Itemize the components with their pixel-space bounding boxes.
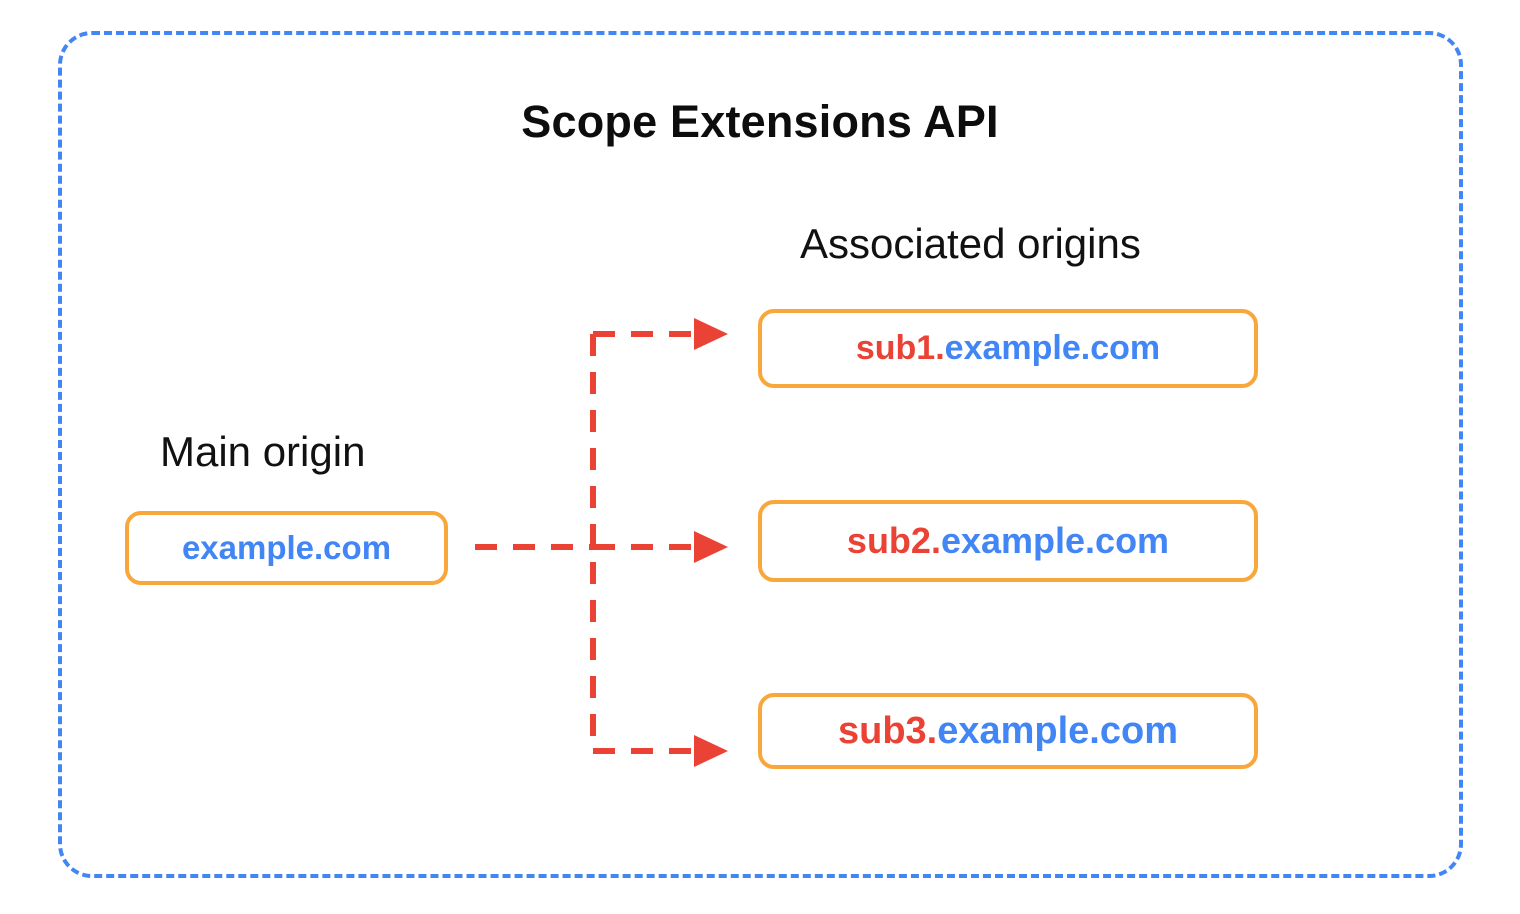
main-origin-domain-label: example.com [181,529,392,566]
main-origin-box[interactable]: example.com [125,511,448,585]
associated-origin-box-sub3[interactable]: sub3.example.com [758,693,1258,769]
associated-origin-domain-label: example.com [944,329,1161,367]
main-origin-heading: Main origin [160,428,366,475]
associated-origin-sub-label: sub2. [846,520,941,561]
associated-origin-sub-label: sub1. [855,329,945,367]
associated-origins-heading: Associated origins [800,220,1141,267]
scope-extensions-frame [58,31,1463,878]
associated-origin-box-sub1[interactable]: sub1.example.com [758,309,1258,388]
associated-origin-box-sub2[interactable]: sub2.example.com [758,500,1258,582]
associated-origin-domain-label: example.com [940,520,1170,561]
page-title: Scope Extensions API [521,96,999,147]
associated-origin-domain-label: example.com [937,709,1179,752]
associated-origin-sub-label: sub3. [837,709,938,752]
